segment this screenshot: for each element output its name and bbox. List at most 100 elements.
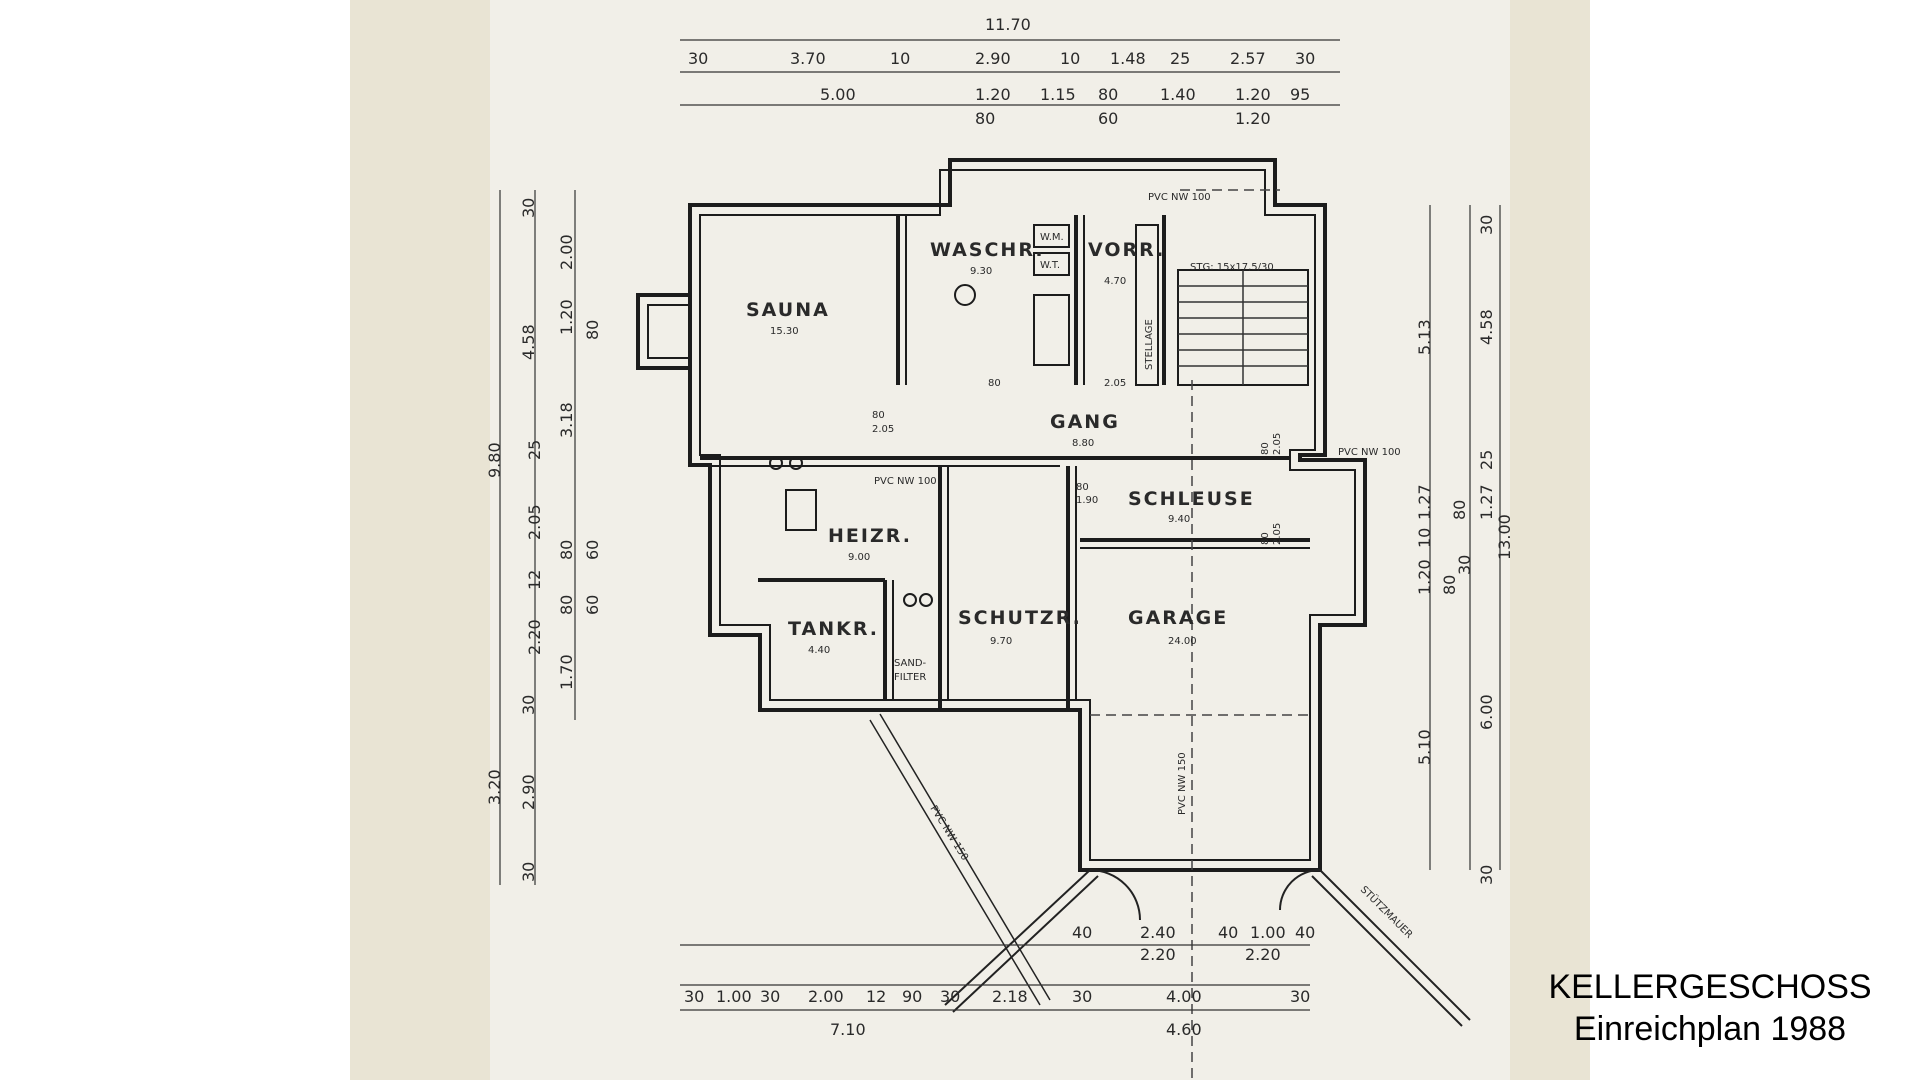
stellage-label: STELLAGE bbox=[1144, 319, 1155, 370]
dim-bottom-11: 2.00 bbox=[808, 987, 844, 1006]
dim-right-extra-1: 1.27 bbox=[1415, 484, 1434, 520]
dim-bottom-3: 40 bbox=[1218, 923, 1238, 942]
dim-top-10: 5.00 bbox=[820, 85, 856, 104]
dim-right-1: 30 bbox=[1477, 215, 1496, 235]
dim-left-extra-4: 80 bbox=[557, 595, 576, 615]
small-labels: SAND- FILTER STG: 15x17,5/30 STELLAGE W.… bbox=[874, 192, 1416, 941]
dim-right-2: 4.58 bbox=[1477, 309, 1496, 345]
dim-bottom-1: 40 bbox=[1072, 923, 1092, 942]
room-garage-name: GARAGE bbox=[1128, 607, 1228, 629]
door-mark-8: 2.05 bbox=[1272, 523, 1283, 545]
stuetzmauer-label: STÜTZMAUER bbox=[1358, 883, 1416, 941]
dim-left-5: 25 bbox=[525, 440, 544, 460]
pvc-right-label: PVC NW 100 bbox=[1338, 447, 1401, 458]
dim-bottom-12: 12 bbox=[866, 987, 886, 1006]
dim-bottom-18: 30 bbox=[1290, 987, 1310, 1006]
room-vorr-name: VORR. bbox=[1088, 239, 1165, 261]
dim-right-outer-1: 5.13 bbox=[1415, 319, 1434, 355]
dim-bottom-8: 30 bbox=[684, 987, 704, 1006]
dim-left-8: 2.20 bbox=[525, 619, 544, 655]
dim-right-extra-2: 80 bbox=[1450, 500, 1469, 520]
dim-bottom-5: 40 bbox=[1295, 923, 1315, 942]
pvc-lines bbox=[1090, 189, 1310, 1080]
dim-bottom-14: 30 bbox=[940, 987, 960, 1006]
door-mark-10: 2.05 bbox=[1104, 378, 1126, 389]
dim-bottom-13: 90 bbox=[902, 987, 922, 1006]
room-heizr-name: HEIZR. bbox=[828, 525, 912, 547]
dim-left-outer-2: 3.20 bbox=[485, 769, 504, 805]
room-sauna-area: 15.30 bbox=[770, 326, 799, 337]
room-gang-name: GANG bbox=[1050, 411, 1120, 433]
dim-top-4: 2.90 bbox=[975, 49, 1011, 68]
door-mark-6: 2.05 bbox=[1272, 433, 1283, 455]
dim-right-outer-2: 5.10 bbox=[1415, 729, 1434, 765]
sandfilter-label-2: FILTER bbox=[894, 672, 926, 683]
dim-top-3: 10 bbox=[890, 49, 910, 68]
dim-right-6: 6.00 bbox=[1477, 694, 1496, 730]
dim-bottom-9: 1.00 bbox=[716, 987, 752, 1006]
dim-bottom-6: 2.20 bbox=[1140, 945, 1176, 964]
dim-top-1: 30 bbox=[688, 49, 708, 68]
dim-left-11: 2.90 bbox=[519, 774, 538, 810]
dim-left-1: 30 bbox=[519, 198, 538, 218]
dim-right-extra-4: 1.20 bbox=[1415, 559, 1434, 595]
dim-bottom-15: 2.18 bbox=[992, 987, 1028, 1006]
pvc-top-label: PVC NW 100 bbox=[1148, 192, 1211, 203]
door-mark-4: 1.90 bbox=[1076, 495, 1098, 506]
plan-sheet bbox=[490, 0, 1510, 1080]
caption-title: KELLERGESCHOSS bbox=[1548, 968, 1872, 1006]
dim-top-total: 11.70 bbox=[985, 15, 1031, 34]
room-vorr-area: 4.70 bbox=[1104, 276, 1126, 287]
room-sauna-name: SAUNA bbox=[746, 299, 830, 321]
dim-top-18: 60 bbox=[1098, 109, 1118, 128]
dim-right-total: 13.00 bbox=[1495, 514, 1514, 560]
pvc-garage-label: PVC NW 150 bbox=[1177, 752, 1188, 815]
dim-top-19: 1.20 bbox=[1235, 109, 1271, 128]
dims-top: 11.70 30 3.70 10 2.90 10 1.48 25 2.57 30… bbox=[688, 15, 1315, 128]
walls bbox=[636, 158, 1367, 872]
dim-left-extra-3: 60 bbox=[583, 540, 602, 560]
dim-top-5: 10 bbox=[1060, 49, 1080, 68]
dim-left-2: 2.00 bbox=[557, 234, 576, 270]
room-labels: SAUNA 15.30 WASCHR. 9.30 VORR. 4.70 GANG… bbox=[746, 239, 1255, 656]
dim-top-12: 1.15 bbox=[1040, 85, 1076, 104]
door-mark-3: 80 bbox=[1076, 482, 1089, 493]
dim-top-13: 80 bbox=[1098, 85, 1118, 104]
dim-top-11: 1.20 bbox=[975, 85, 1011, 104]
caption-subtitle: Einreichplan 1988 bbox=[1573, 1010, 1847, 1048]
door-marks: 80 2.05 80 1.90 80 2.05 80 2.05 80 2.05 bbox=[872, 378, 1283, 545]
dims-left: 9.80 4.58 3.20 30 2.00 1.20 3.18 25 2.05… bbox=[485, 198, 602, 882]
dim-left-7: 12 bbox=[525, 570, 544, 590]
dim-right-3: 25 bbox=[1477, 450, 1496, 470]
plan-caption: KELLERGESCHOSS Einreichplan 1988 bbox=[1490, 966, 1920, 1050]
dim-top-15: 1.20 bbox=[1235, 85, 1271, 104]
dim-left-extra-1: 80 bbox=[583, 320, 602, 340]
dim-left-10: 30 bbox=[519, 695, 538, 715]
dim-right-extra-5: 80 bbox=[1440, 575, 1459, 595]
dim-top-14: 1.40 bbox=[1160, 85, 1196, 104]
room-waschr-name: WASCHR. bbox=[930, 239, 1045, 261]
stair-label: STG: 15x17,5/30 bbox=[1190, 262, 1274, 273]
dim-top-9: 30 bbox=[1295, 49, 1315, 68]
room-garage-area: 24.00 bbox=[1168, 636, 1197, 647]
door-mark-2: 2.05 bbox=[872, 424, 894, 435]
wm-label: W.M. bbox=[1040, 232, 1064, 243]
stair-treads bbox=[1178, 270, 1308, 385]
room-tankr-area: 4.40 bbox=[808, 645, 830, 656]
dim-right-7: 30 bbox=[1477, 865, 1496, 885]
dim-right-4: 1.27 bbox=[1477, 484, 1496, 520]
dim-top-17: 80 bbox=[975, 109, 995, 128]
dim-top-2: 3.70 bbox=[790, 49, 826, 68]
door-mark-1: 80 bbox=[872, 410, 885, 421]
dim-bottom-4: 1.00 bbox=[1250, 923, 1286, 942]
room-schleuse-name: SCHLEUSE bbox=[1128, 488, 1255, 510]
room-heizr-area: 9.00 bbox=[848, 552, 870, 563]
dim-bottom-17: 4.00 bbox=[1166, 987, 1202, 1006]
room-waschr-area: 9.30 bbox=[970, 266, 992, 277]
dim-left-total: 9.80 bbox=[485, 442, 504, 478]
dim-left-extra-2: 80 bbox=[557, 540, 576, 560]
dim-top-7: 25 bbox=[1170, 49, 1190, 68]
dimension-lines bbox=[499, 39, 1501, 1011]
dim-right-5: 30 bbox=[1455, 555, 1474, 575]
